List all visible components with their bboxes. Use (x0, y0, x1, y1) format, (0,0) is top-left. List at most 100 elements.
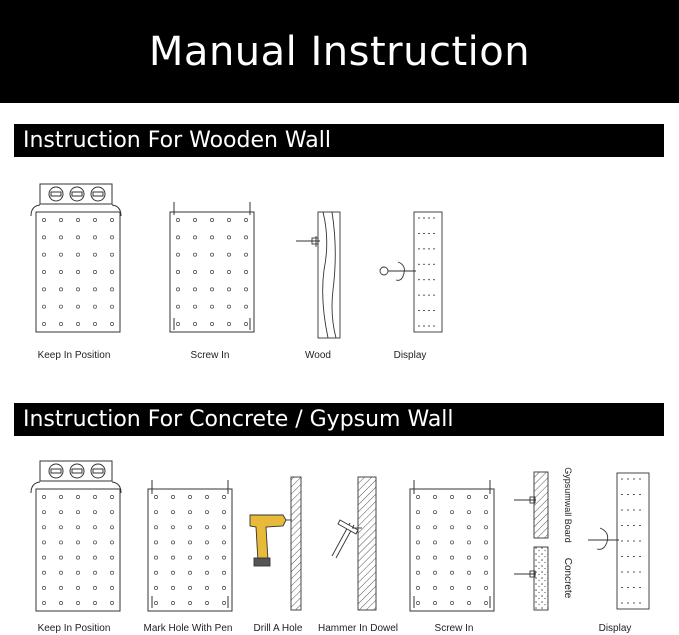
peg-hole (42, 540, 46, 545)
peg-hole (433, 510, 437, 515)
peg-hole (205, 540, 209, 545)
peg-hole (59, 235, 63, 240)
peg-hole (154, 495, 158, 499)
caption-mark-hole: Mark Hole With Pen (143, 623, 233, 634)
peg-hole (171, 540, 175, 545)
peg-hole (193, 252, 197, 257)
pegboard-screw-in (169, 202, 255, 333)
peg-hole (450, 525, 454, 530)
peg-hole (450, 510, 454, 515)
peg-hole (193, 287, 197, 292)
peg-hole (42, 270, 46, 274)
peg-hole (59, 304, 63, 309)
peg-hole (110, 270, 114, 274)
peg-hole (450, 585, 454, 590)
peg-hole (154, 540, 158, 545)
peg-hole (93, 304, 97, 309)
peg-hole (416, 510, 420, 515)
peg-hole (76, 540, 80, 545)
peg-hole (110, 601, 114, 605)
peg-hole (416, 495, 420, 499)
peg-hole (416, 540, 420, 545)
peg-hole (59, 322, 63, 326)
peg-hole (467, 540, 471, 545)
peg-hole (416, 601, 420, 605)
peg-hole (42, 322, 46, 326)
peg-hole (467, 525, 471, 530)
peg-hole (42, 235, 46, 240)
peg-hole (171, 510, 175, 515)
peg-hole (154, 510, 158, 515)
peg-hole (227, 218, 231, 222)
peg-hole (110, 235, 114, 240)
display-hook-icon (379, 211, 443, 333)
peg-hole (171, 495, 175, 499)
peg-hole (416, 525, 420, 530)
peg-hole (467, 585, 471, 590)
peg-hole (188, 585, 192, 590)
drill-icon (249, 476, 302, 611)
peg-hole (93, 495, 97, 499)
peg-hole (93, 235, 97, 240)
peg-hole (244, 252, 248, 257)
arrow-right-icon-2 (111, 481, 122, 494)
peg-hole (222, 510, 226, 515)
pegboard-keep-in-position-2 (35, 488, 121, 612)
peg-hole (59, 270, 63, 274)
level-tool-icon-2 (39, 460, 113, 482)
peg-hole (42, 287, 46, 292)
peg-hole (42, 510, 46, 515)
peg-hole (222, 525, 226, 530)
peg-hole (244, 218, 248, 222)
peg-hole (59, 495, 63, 499)
peg-hole (227, 270, 231, 274)
peg-hole (171, 585, 175, 590)
peg-hole (450, 570, 454, 575)
peg-hole (188, 601, 192, 605)
peg-hole (205, 570, 209, 575)
peg-hole (154, 525, 158, 530)
peg-hole (93, 252, 97, 257)
peg-hole (222, 495, 226, 499)
peg-hole (110, 304, 114, 309)
peg-hole (227, 252, 231, 257)
peg-hole (433, 495, 437, 499)
peg-hole (42, 570, 46, 575)
peg-hole (467, 510, 471, 515)
peg-hole (222, 601, 226, 605)
peg-hole (93, 218, 97, 222)
peg-hole (59, 601, 63, 605)
peg-hole (76, 304, 80, 309)
peg-hole (176, 304, 180, 309)
peg-hole (227, 322, 231, 326)
peg-hole (416, 585, 420, 590)
peg-hole (42, 218, 46, 222)
peg-hole (227, 304, 231, 309)
peg-hole (59, 252, 63, 257)
caption-screw-in: Screw In (190, 350, 230, 361)
peg-hole (110, 510, 114, 515)
peg-hole (484, 540, 488, 545)
peg-hole (176, 287, 180, 292)
page-header: Manual Instruction (0, 0, 679, 103)
wood-wall-icon (296, 211, 341, 339)
peg-hole (76, 322, 80, 326)
peg-hole (484, 601, 488, 605)
peg-hole (93, 585, 97, 590)
peg-hole (467, 555, 471, 560)
peg-hole (42, 585, 46, 590)
peg-hole (193, 322, 197, 326)
arrow-right-icon (111, 204, 122, 217)
peg-hole (93, 322, 97, 326)
gypsum-label: Gypsumwall Board (563, 467, 573, 543)
peg-hole (93, 601, 97, 605)
level-tool-icon (39, 183, 113, 205)
peg-hole (433, 555, 437, 560)
peg-hole (59, 555, 63, 560)
peg-hole (222, 555, 226, 560)
peg-hole (244, 322, 248, 326)
peg-hole (154, 570, 158, 575)
peg-hole (227, 235, 231, 240)
peg-hole (93, 540, 97, 545)
peg-hole (171, 601, 175, 605)
